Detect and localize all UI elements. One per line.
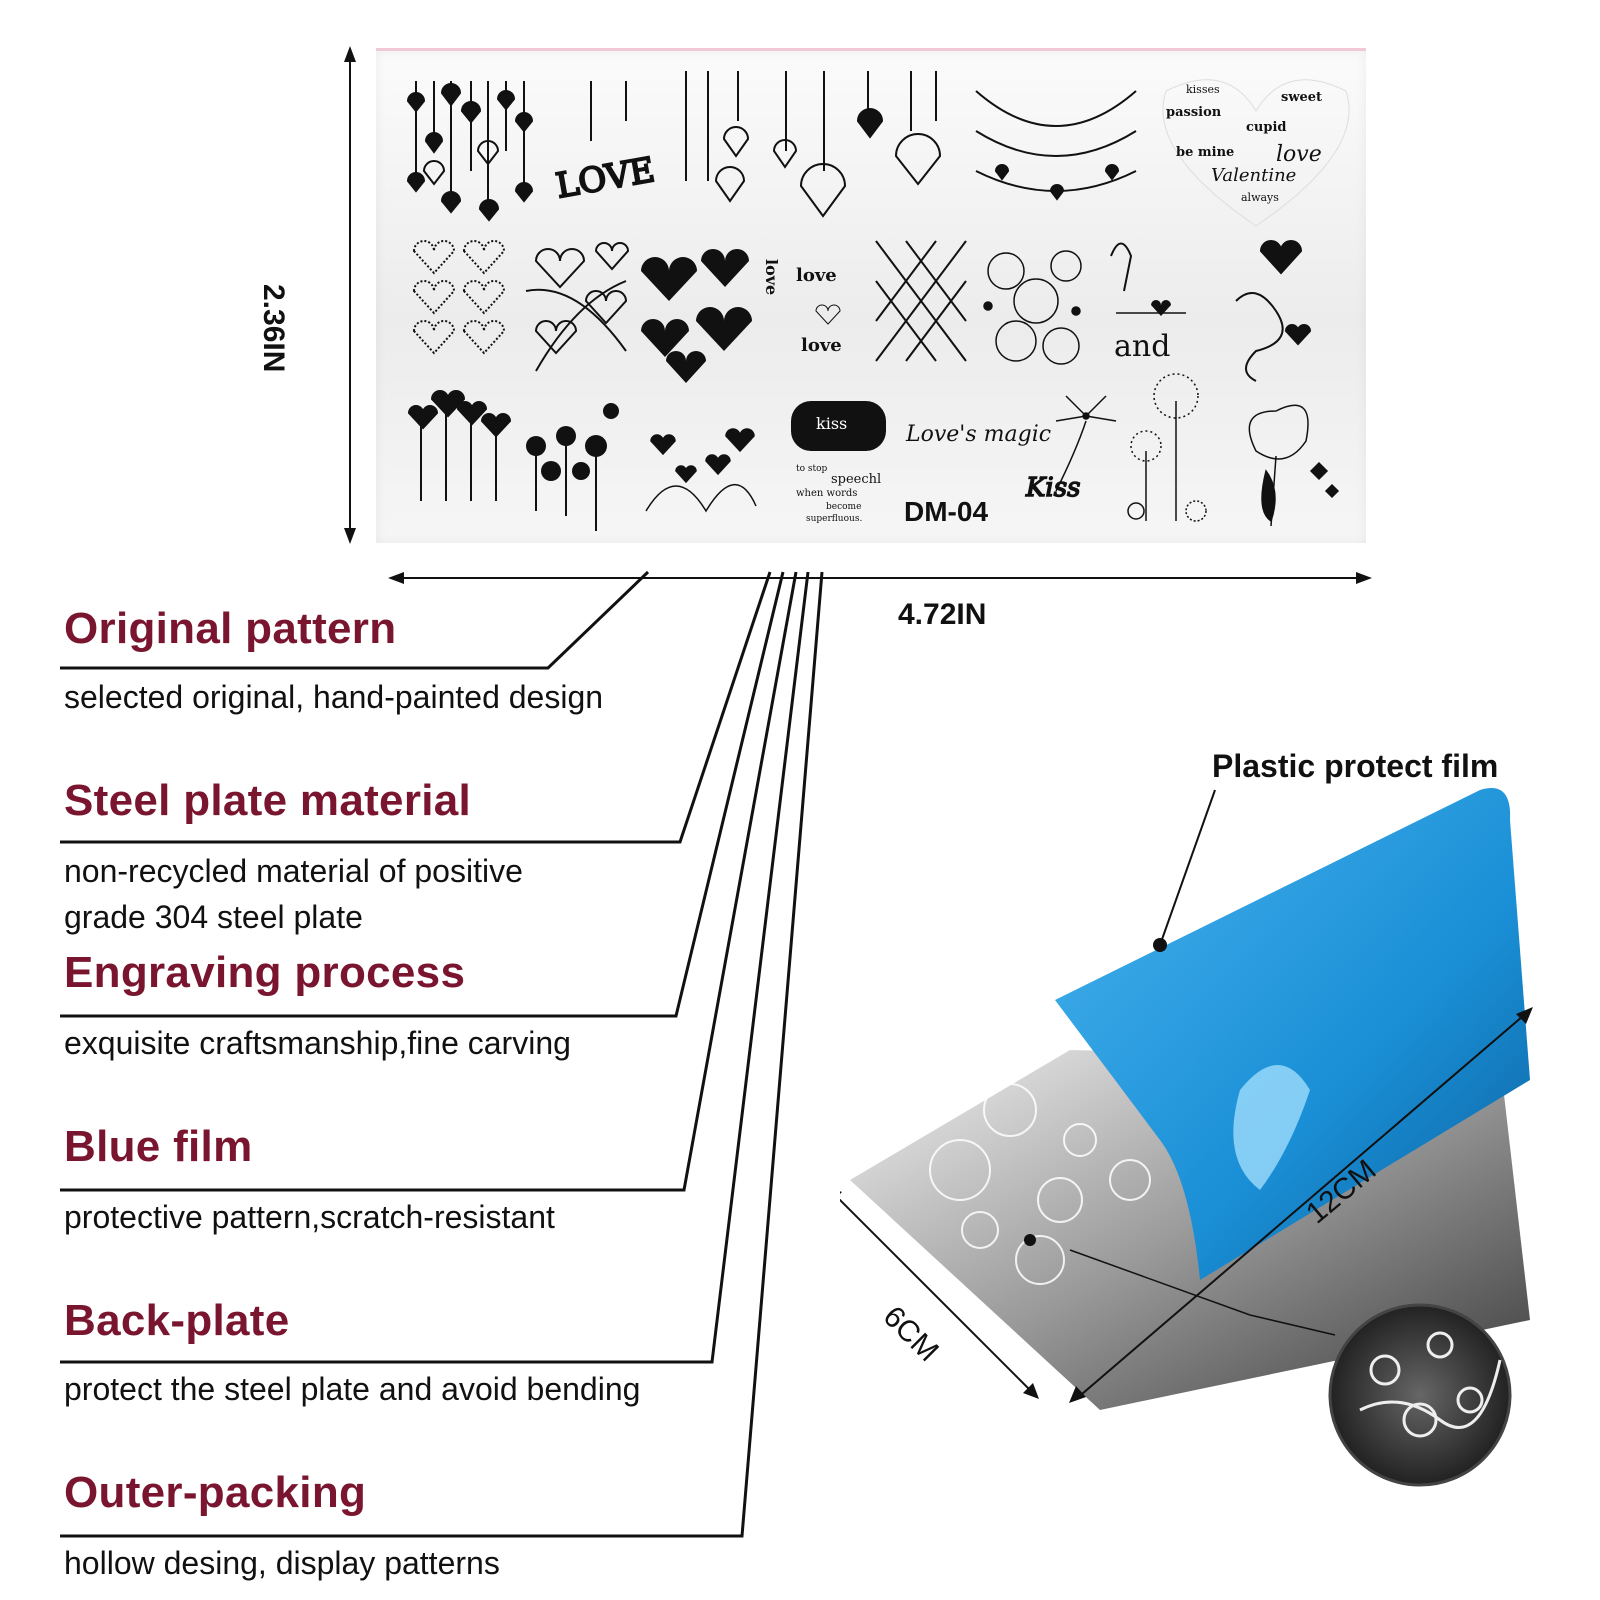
feature-title-outer-packing: Outer-packing <box>64 1468 367 1517</box>
quote-line-5: superfluous. <box>806 514 862 524</box>
heart-words-tile: kisses sweet passion cupid be mine love … <box>1162 79 1350 227</box>
hanging-hearts-tile-1 <box>406 81 534 222</box>
love-words-tile: love love love <box>762 259 842 356</box>
love-word-2: love <box>796 265 837 286</box>
outline-hearts-tile <box>525 242 630 372</box>
heart-word-4: cupid <box>1246 120 1287 135</box>
film-peel-highlight <box>1233 1065 1310 1190</box>
feature-title-blue-film: Blue film <box>64 1122 253 1171</box>
hanging-hearts-tile-2 <box>685 71 942 218</box>
heart-word-5: be mine <box>1176 145 1234 160</box>
love-word-1: love <box>762 259 781 295</box>
lattice-tile <box>875 240 967 362</box>
quote-line-1: to stop <box>796 464 828 474</box>
dotted-hearts-tile <box>412 240 506 355</box>
feature-title-original-pattern: Original pattern <box>64 604 397 653</box>
plate-patterns: LOVE kisses sweet passion cupid be mine … <box>406 71 1350 531</box>
plate-code: DM-04 <box>904 496 988 527</box>
love-word-3: love <box>801 335 842 356</box>
kiss-quote-tile: kiss to stop speechl when words become s… <box>791 401 886 524</box>
plate-height-label: 2.36IN <box>257 284 290 373</box>
magic-tile: Love's magic DM-04 <box>904 422 1051 527</box>
garland-tile <box>975 90 1137 201</box>
zoom-flowers <box>1359 1331 1502 1438</box>
feature-desc-engraving: exquisite craftsmanship,fine carving <box>64 1025 571 1061</box>
feature-title-back-plate: Back-plate <box>64 1296 290 1345</box>
dandelions-tile <box>1127 373 1207 522</box>
black-hearts-tile <box>641 249 752 383</box>
quote-line-4: become <box>826 502 861 512</box>
plate-photo <box>840 788 1533 1487</box>
zoom-detail <box>1328 1303 1512 1487</box>
feature-desc-back-plate: protect the steel plate and avoid bendin… <box>64 1371 641 1407</box>
and-tile: and <box>1110 242 1186 364</box>
dandelion-kiss-tile: Kiss <box>1024 395 1117 504</box>
feature-title-steel-plate: Steel plate material <box>64 776 472 825</box>
heart-word-2: sweet <box>1281 90 1322 105</box>
plate-width-label: 4.72IN <box>898 598 987 631</box>
feature-desc-original-pattern: selected original, hand-painted design <box>64 679 604 715</box>
heart-word-6: love <box>1276 142 1322 167</box>
heart-word-3: passion <box>1166 105 1222 120</box>
heart-word-1: kisses <box>1186 83 1220 96</box>
feature-desc-outer-packing: hollow desing, display patterns <box>64 1545 500 1581</box>
swirl-hearts-tile <box>1235 240 1312 382</box>
flowers-tile <box>526 403 619 531</box>
feature-desc-blue-film: protective pattern,scratch-resistant <box>64 1199 555 1235</box>
heart-word-7: Valentine <box>1211 165 1296 186</box>
heart-word-8: always <box>1241 191 1279 204</box>
film-label: Plastic protect film <box>1212 748 1499 784</box>
heart-flowers-tile <box>645 428 757 513</box>
quote-line-3: when words <box>796 488 857 499</box>
heart-stems-tile <box>407 390 512 501</box>
feature-title-engraving: Engraving process <box>64 948 466 997</box>
feature-desc-steel-plate-line-2: grade 304 steel plate <box>64 899 363 935</box>
feature-desc-steel-plate-line-1: non-recycled material of positive <box>64 853 523 889</box>
kiss-text-2: Kiss <box>1025 473 1080 503</box>
fairy-flower-tile <box>1248 404 1340 527</box>
stamping-plate: LOVE kisses sweet passion cupid be mine … <box>376 48 1366 543</box>
kiss-text: kiss <box>816 414 847 433</box>
quote-line-2: speechl <box>831 472 881 487</box>
and-text: and <box>1114 329 1170 364</box>
blue-film-shape <box>1055 788 1530 1280</box>
circles-tile <box>983 250 1082 365</box>
engraved-flowers <box>929 1083 1151 1285</box>
magic-text: Love's magic <box>905 422 1051 447</box>
